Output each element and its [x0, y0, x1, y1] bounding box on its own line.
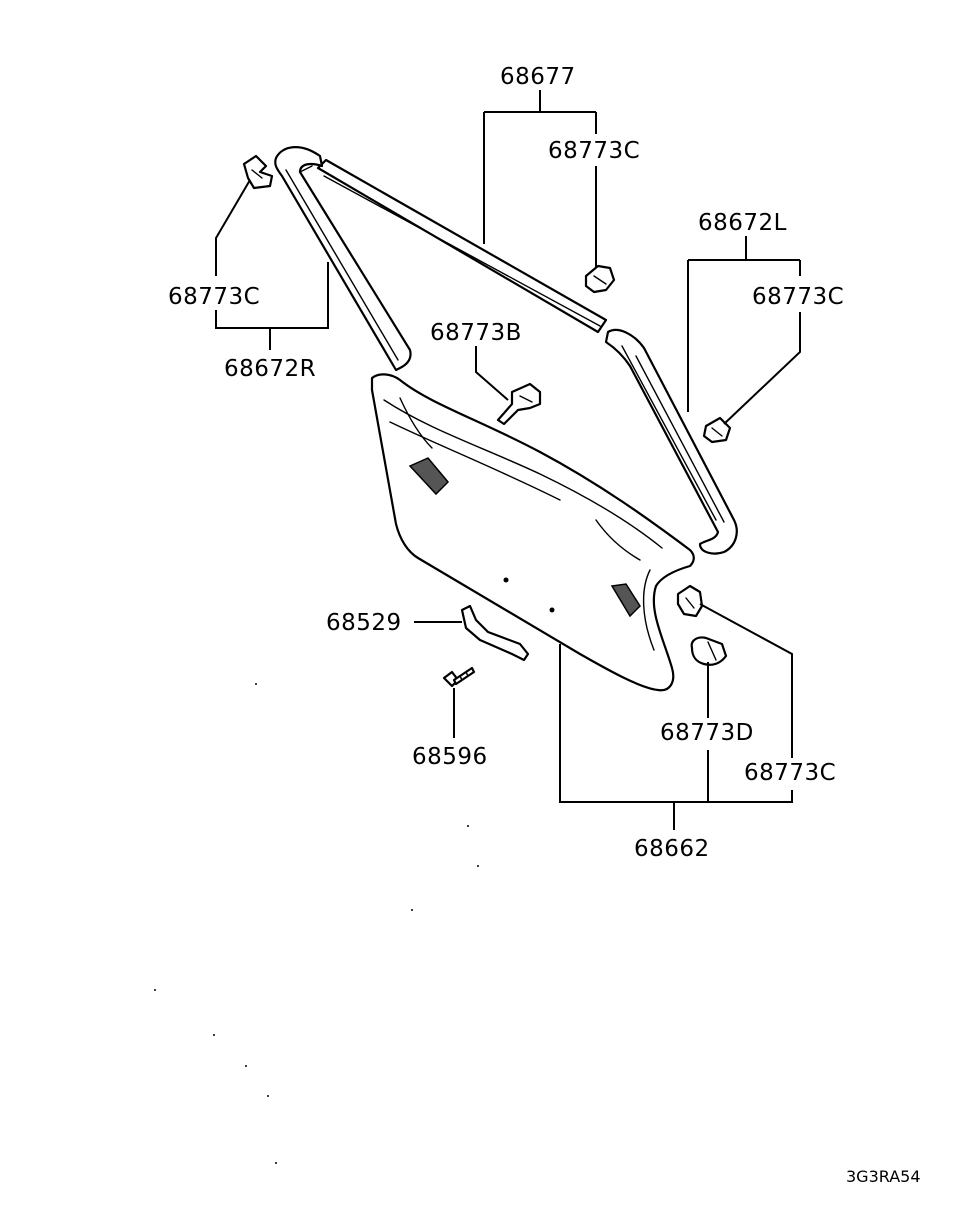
label-68773C-left: 68773C: [168, 284, 260, 310]
label-68773D: 68773D: [660, 720, 754, 746]
label-68529: 68529: [326, 610, 402, 636]
clip-68773C-right: [702, 416, 732, 444]
upper-trim-strip: [316, 158, 608, 334]
speaker-grille-left: [408, 457, 450, 496]
label-68773C-right: 68773C: [752, 284, 844, 310]
label-68672R: 68672R: [224, 356, 316, 382]
pillar-trim-68672R: [274, 146, 412, 372]
label-68677: 68677: [500, 64, 576, 90]
label-68773B: 68773B: [430, 320, 522, 346]
label-68773C-lower: 68773C: [744, 760, 836, 786]
speaker-grille-right: [610, 583, 641, 618]
screw: [442, 666, 476, 688]
clip-68773D: [690, 636, 728, 666]
pillar-trim-68672L: [604, 328, 738, 555]
clip-68773C-lower: [676, 584, 704, 618]
label-68773C-upper: 68773C: [548, 138, 640, 164]
pull-handle: [460, 604, 530, 662]
label-68662: 68662: [634, 836, 710, 862]
label-68596: 68596: [412, 744, 488, 770]
drawing-code: 3G3RA54: [846, 1167, 921, 1186]
scan-specks: [154, 683, 479, 1164]
label-68672L: 68672L: [698, 210, 787, 236]
main-trim-panel: [370, 373, 695, 692]
clip-68773B: [496, 382, 542, 426]
clip-68773C-upper: [584, 264, 616, 294]
leader-lines: [215, 90, 801, 830]
